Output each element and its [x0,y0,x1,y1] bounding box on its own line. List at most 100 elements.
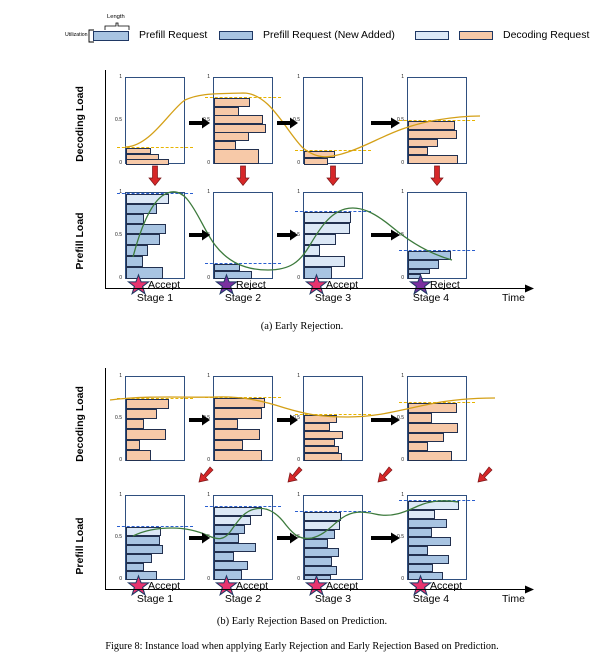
legend: Utilization Length Prefill Request Prefi… [60,6,589,50]
panel-a-stage-label-4: Stage 4 [412,292,450,304]
panel-b-stage-label-4: Stage 4 [412,593,450,605]
ytick-0p5: 0.5 [115,232,122,238]
threshold-line [205,263,281,264]
bar [408,451,452,461]
panel-a-red-arrow-1 [148,165,162,187]
panel-b-red-arrow-4 [477,466,493,483]
bar [408,555,449,564]
bar [214,264,240,271]
bar [408,155,458,164]
panel-a-arrow-pf-2 [277,229,298,241]
ytick-0: 0 [297,576,300,582]
panel-b-time-axis [105,585,534,594]
bar [126,245,148,256]
ytick-0: 0 [401,576,404,582]
threshold-line [117,398,193,399]
panel-a-time-label: Time [502,292,525,304]
bar [126,563,144,571]
bar [214,149,259,164]
panel-b-time-label: Time [502,593,525,605]
threshold-line [205,97,281,98]
panel-a-red-arrow-4 [430,165,444,187]
bar [408,130,457,139]
panel-a-caption: (a) Early Rejection. [260,321,344,332]
ytick-1: 1 [207,74,210,80]
bar [408,519,447,528]
bar [214,271,252,279]
bar [126,256,143,267]
threshold-line [117,193,193,194]
ytick-1: 1 [297,189,300,195]
bar [408,442,428,451]
ytick-0: 0 [401,275,404,281]
verdict-star-accept [304,273,329,296]
bar-new [408,510,435,519]
bar [304,453,342,461]
threshold-line [295,211,371,212]
verdict-star-accept [408,574,433,597]
legend-swatch-prefill-sample [93,30,129,41]
threshold-line [399,500,475,501]
bar [408,413,432,423]
ytick-0: 0 [207,576,210,582]
threshold-line [295,150,371,151]
threshold-line [399,250,475,251]
legend-utilization-label: Utilization [65,32,88,38]
legend-swatch-1 [415,31,449,40]
ytick-0: 0 [297,160,300,166]
ytick-0p5: 0.5 [397,232,404,238]
bar [126,440,140,450]
bar [304,446,339,453]
panel-a-stage-label-2: Stage 2 [224,292,262,304]
bar [214,450,262,461]
ytick-1: 1 [297,492,300,498]
ytick-0: 0 [297,457,300,463]
bar [408,546,428,555]
ytick-1: 1 [207,373,210,379]
ytick-0: 0 [401,457,404,463]
panel-a: Decoding Load Prefill Load 1 0.5 0 1 0.5… [74,70,534,332]
bar-new [304,223,350,234]
legend-label-2: Decoding Request [503,29,590,41]
panel-b-arrow-pf-3 [371,532,400,544]
panel-b-stage-label-2: Stage 2 [224,593,262,605]
ytick-0: 0 [207,457,210,463]
ytick-0p5: 0.5 [397,534,404,540]
panel-b-arrow-pf-2 [277,532,298,544]
bar [126,204,157,214]
panel-b-arrow-dec-1 [189,414,210,426]
panel-a-red-arrow-2 [236,165,250,187]
threshold-line [117,147,193,148]
legend-length-label: Length [107,14,125,20]
bar [408,147,428,155]
verdict-star-accept [214,574,239,597]
ytick-1: 1 [401,492,404,498]
ytick-1: 1 [119,492,122,498]
bar-new [304,521,340,530]
legend-swatch-2 [459,31,493,40]
bar [126,234,160,245]
bar [126,429,166,440]
bar-new [304,245,320,256]
panel-b-caption: (b) Early Rejection Based on Prediction. [216,616,388,627]
bar [126,214,144,224]
bar [304,539,328,548]
verdict-star-accept [304,574,329,597]
verdict-star-reject [214,273,239,296]
ytick-1: 1 [401,373,404,379]
bar [126,545,163,554]
bar [126,224,166,234]
panel-a-prefill-curve [132,191,453,271]
ytick-0: 0 [119,457,122,463]
bar [214,543,256,552]
panel-a-arrow-dec-2 [277,117,298,129]
bar [304,431,343,439]
ytick-0: 0 [401,160,404,166]
bar-new [126,194,169,204]
bar [408,423,458,433]
bar-new [304,234,336,245]
